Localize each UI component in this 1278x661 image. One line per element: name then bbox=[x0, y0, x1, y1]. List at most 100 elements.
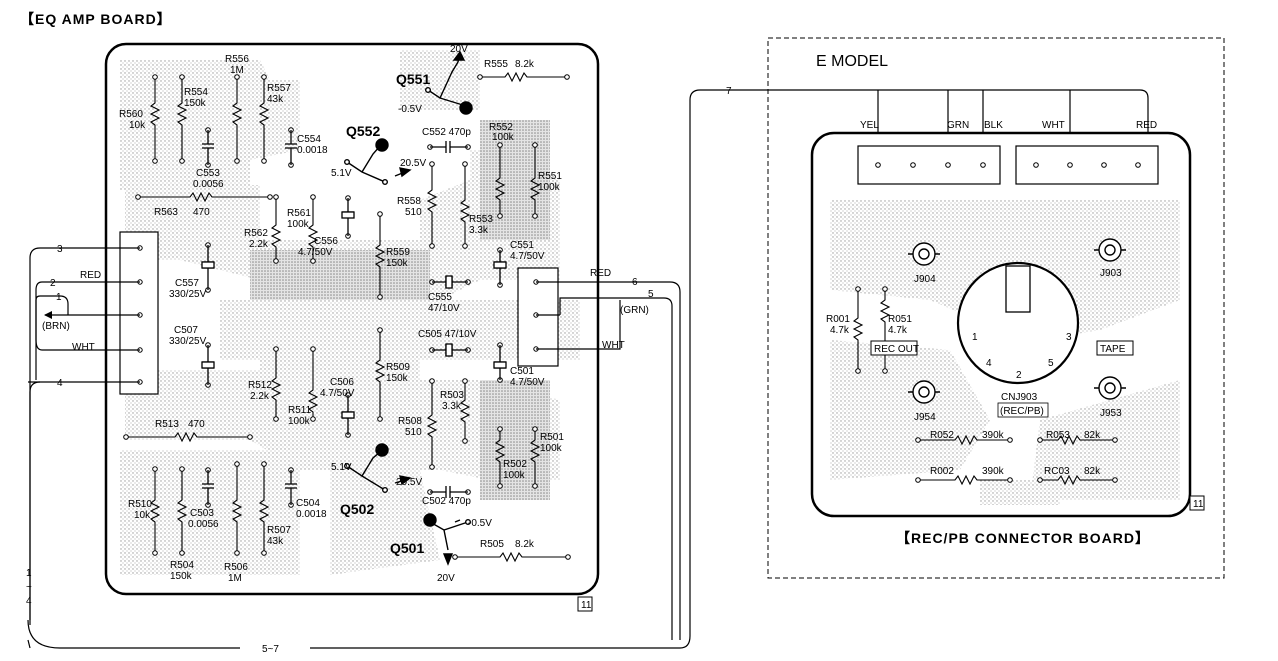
r501-ref: R501 bbox=[540, 432, 564, 443]
c557-ref: C557 bbox=[175, 278, 199, 289]
wire-blk: BLK bbox=[984, 120, 1003, 131]
left-conn-brn: (BRN) bbox=[42, 321, 70, 332]
jack-j904: J904 bbox=[914, 274, 936, 285]
r558-value: 510 bbox=[405, 207, 422, 218]
eq-page-ref: 11 bbox=[581, 600, 592, 611]
r051-value: 4.7k bbox=[888, 325, 908, 336]
r559-ref: R559 bbox=[386, 247, 410, 258]
r555-ref: R555 bbox=[484, 59, 508, 70]
din-pin-3: 3 bbox=[1066, 332, 1072, 343]
r509-value: 150k bbox=[386, 373, 409, 384]
wire-bus-label: 5~7 bbox=[262, 644, 279, 655]
rec-pb-board bbox=[767, 37, 1225, 579]
rec-page-ref-box bbox=[1189, 495, 1205, 511]
right-conn-wht: WHT bbox=[602, 340, 625, 351]
r554-ref: R554 bbox=[184, 87, 208, 98]
r509-ref: R509 bbox=[386, 362, 410, 373]
c553-ref: C553 bbox=[196, 168, 220, 179]
r513-ref: R513 bbox=[155, 419, 179, 430]
c504-value: 0.0018 bbox=[296, 509, 327, 520]
r508-ref: R508 bbox=[398, 416, 422, 427]
r512-value: 2.2k bbox=[250, 391, 270, 402]
r053-value: 82k bbox=[1084, 430, 1101, 441]
rec-terminals bbox=[855, 286, 1118, 483]
q502-voltage-left: 5.1V bbox=[331, 462, 352, 473]
jack-j954: J954 bbox=[914, 412, 936, 423]
r504-ref: R504 bbox=[170, 560, 194, 571]
r559-value: 150k bbox=[386, 258, 409, 269]
c505-label: C505 47/10V bbox=[418, 329, 477, 340]
r052-value: 390k bbox=[982, 430, 1005, 441]
eq-page-ref-box bbox=[577, 596, 593, 612]
q501-voltage-right: -0.5V bbox=[468, 518, 492, 529]
r002-value: 390k bbox=[982, 466, 1005, 477]
cnj903-label: CNJ903 bbox=[1001, 392, 1038, 403]
wiring-labels: 7 5~7 1 ~ 4 bbox=[26, 86, 732, 655]
wire-7-label: 7 bbox=[726, 86, 732, 97]
wire-yel: YEL bbox=[860, 120, 879, 131]
right-conn-6: 6 bbox=[632, 277, 638, 288]
c555-value: 47/10V bbox=[428, 303, 460, 314]
q551-voltage-left: -0.5V bbox=[398, 104, 422, 115]
r502-ref: R502 bbox=[503, 459, 527, 470]
r051-ref: R051 bbox=[888, 314, 912, 325]
rec-page-ref: 11 bbox=[1193, 499, 1204, 510]
c506-ref: C506 bbox=[330, 377, 354, 388]
brn-arrow bbox=[44, 311, 52, 319]
r557-value: 43k bbox=[267, 94, 284, 105]
c501-value: 4.7/50V bbox=[510, 377, 545, 388]
rec-pb-label: (REC/PB) bbox=[1000, 406, 1044, 417]
c504-ref: C504 bbox=[296, 498, 320, 509]
rec-board-title: 【REC/PB CONNECTOR BOARD】 bbox=[896, 530, 1150, 546]
left-conn-4: 4 bbox=[57, 378, 63, 389]
c507-ref: C507 bbox=[174, 325, 198, 336]
din-pin-1: 1 bbox=[972, 332, 978, 343]
wire-red: RED bbox=[1136, 120, 1157, 131]
q501-voltage-bottom: 20V bbox=[437, 573, 455, 584]
eq-board-title: 【EQ AMP BOARD】 bbox=[20, 11, 172, 27]
din-connector-key bbox=[1005, 265, 1031, 313]
r552-value: 100k bbox=[492, 132, 515, 143]
left-conn-red: RED bbox=[80, 270, 101, 281]
r506-value: 1M bbox=[228, 573, 242, 584]
r553-ref: R553 bbox=[469, 214, 493, 225]
external-wiring bbox=[27, 89, 1149, 649]
r503-value: 3.3k bbox=[442, 401, 462, 412]
wire-grn: GRN bbox=[947, 120, 969, 131]
c506-value: 4.7/50V bbox=[320, 388, 355, 399]
r511-value: 100k bbox=[288, 416, 311, 427]
c507-value: 330/25V bbox=[169, 336, 207, 347]
q502-voltage-right: 20.5V bbox=[396, 477, 422, 488]
e-model-label: E MODEL bbox=[816, 53, 888, 70]
rec-out-box bbox=[870, 340, 918, 356]
r560-ref: R560 bbox=[119, 109, 143, 120]
q551-voltage-top: 20V bbox=[450, 44, 468, 55]
c557-value: 330/25V bbox=[169, 289, 207, 300]
r560-value: 10k bbox=[129, 120, 146, 131]
eq-copper-traces bbox=[120, 50, 580, 575]
jack-j903: J903 bbox=[1100, 268, 1122, 279]
r508-value: 510 bbox=[405, 427, 422, 438]
left-conn-1: 1 bbox=[56, 292, 62, 303]
r551-value: 100k bbox=[538, 182, 561, 193]
r510-value: 10k bbox=[134, 510, 151, 521]
c501-ref: C501 bbox=[510, 366, 534, 377]
right-conn-grn: (GRN) bbox=[620, 305, 649, 316]
r510-ref: R510 bbox=[128, 499, 152, 510]
left-conn-2: 2 bbox=[50, 278, 56, 289]
right-conn-5: 5 bbox=[648, 289, 654, 300]
c554-value: 0.0018 bbox=[297, 145, 328, 156]
wire-wht: WHT bbox=[1042, 120, 1065, 131]
r562-ref: R562 bbox=[244, 228, 268, 239]
q552-label: Q552 bbox=[346, 123, 380, 139]
rec-pb-box bbox=[997, 402, 1049, 418]
jack-j953: J953 bbox=[1100, 408, 1122, 419]
r504-value: 150k bbox=[170, 571, 193, 582]
r052-ref: R052 bbox=[930, 430, 954, 441]
eq-transistor-symbols bbox=[344, 50, 473, 566]
left-conn-3: 3 bbox=[57, 244, 63, 255]
q551-label: Q551 bbox=[396, 71, 430, 87]
c556-ref: C556 bbox=[314, 236, 338, 247]
r511-ref: R511 bbox=[288, 405, 312, 416]
